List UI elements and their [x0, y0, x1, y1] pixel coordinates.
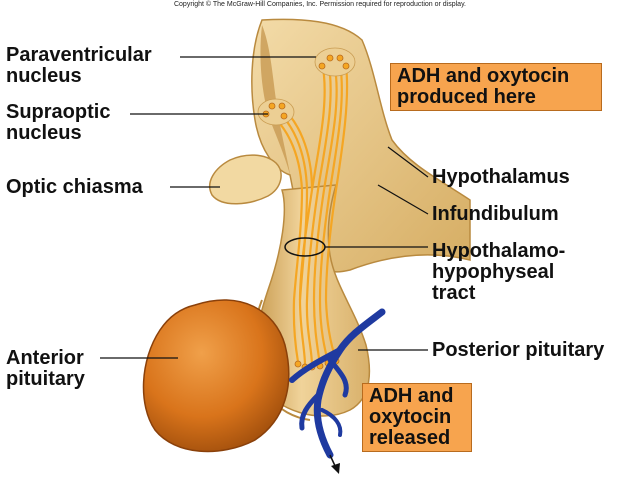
blood-vessel	[289, 308, 386, 459]
label-supraoptic-nucleus: Supraoptic nucleus	[6, 102, 110, 144]
callout-line: produced here	[397, 86, 536, 108]
label-line: tract	[432, 282, 476, 304]
label-hypothalamus: Hypothalamus	[432, 166, 570, 188]
label-line: hypophyseal	[432, 261, 555, 283]
release-arrow	[329, 454, 340, 474]
label-line: Supraoptic	[6, 101, 111, 123]
nucleus-cell-bodies	[257, 47, 356, 126]
label-line: nucleus	[6, 122, 82, 144]
label-infundibulum: Infundibulum	[432, 203, 559, 225]
callout-produced-here: ADH and oxytocin produced here	[390, 63, 602, 111]
label-line: Anterior	[6, 347, 84, 369]
label-line: Paraventricular	[6, 44, 152, 66]
optic-chiasma-shape	[209, 154, 282, 205]
label-optic-chiasma: Optic chiasma	[6, 176, 143, 198]
label-anterior-pituitary: Anterior pituitary	[6, 348, 85, 390]
label-line: nucleus	[6, 65, 82, 87]
callout-line: released	[369, 427, 451, 449]
label-paraventricular-nucleus: Paraventricular nucleus	[6, 45, 152, 87]
label-hypothalamo-hypophyseal-tract: Hypothalamo- hypophyseal tract	[432, 241, 565, 304]
anterior-pituitary-shape	[142, 299, 290, 453]
callout-line: ADH and oxytocin	[397, 65, 570, 87]
callout-line: oxytocin	[369, 406, 452, 428]
axon-bundle	[267, 59, 349, 366]
label-line: Hypothalamo-	[432, 240, 566, 262]
callout-released: ADH and oxytocin released	[362, 383, 472, 452]
callout-line: ADH and	[369, 385, 454, 407]
label-line: pituitary	[6, 368, 85, 390]
copyright-notice: Copyright © The McGraw-Hill Companies, I…	[173, 1, 466, 8]
leader-lines	[100, 56, 429, 359]
label-posterior-pituitary: Posterior pituitary	[432, 339, 605, 361]
